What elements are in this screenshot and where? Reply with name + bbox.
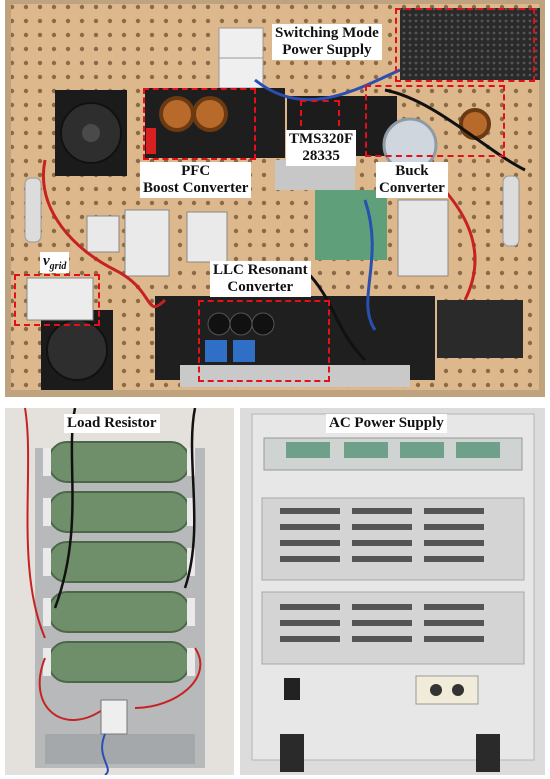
test-bench-photo <box>5 0 545 397</box>
llc-highlight-box <box>198 300 330 382</box>
pfc-highlight-box <box>143 88 256 160</box>
load-resistor-illustration <box>5 408 234 775</box>
ac-power-supply-photo <box>240 408 545 775</box>
load-resistor-photo <box>5 408 234 775</box>
vgrid-label: vgrid <box>40 252 70 274</box>
load-resistor-label: Load Resistor <box>64 414 160 433</box>
ac-power-supply-label: AC Power Supply <box>326 414 447 433</box>
ac-supply-illustration <box>240 408 545 775</box>
buck-highlight-box <box>365 85 505 157</box>
vgrid-highlight-box <box>14 274 100 326</box>
smps-highlight-box <box>395 8 535 82</box>
pegboard-illustration <box>5 0 545 397</box>
